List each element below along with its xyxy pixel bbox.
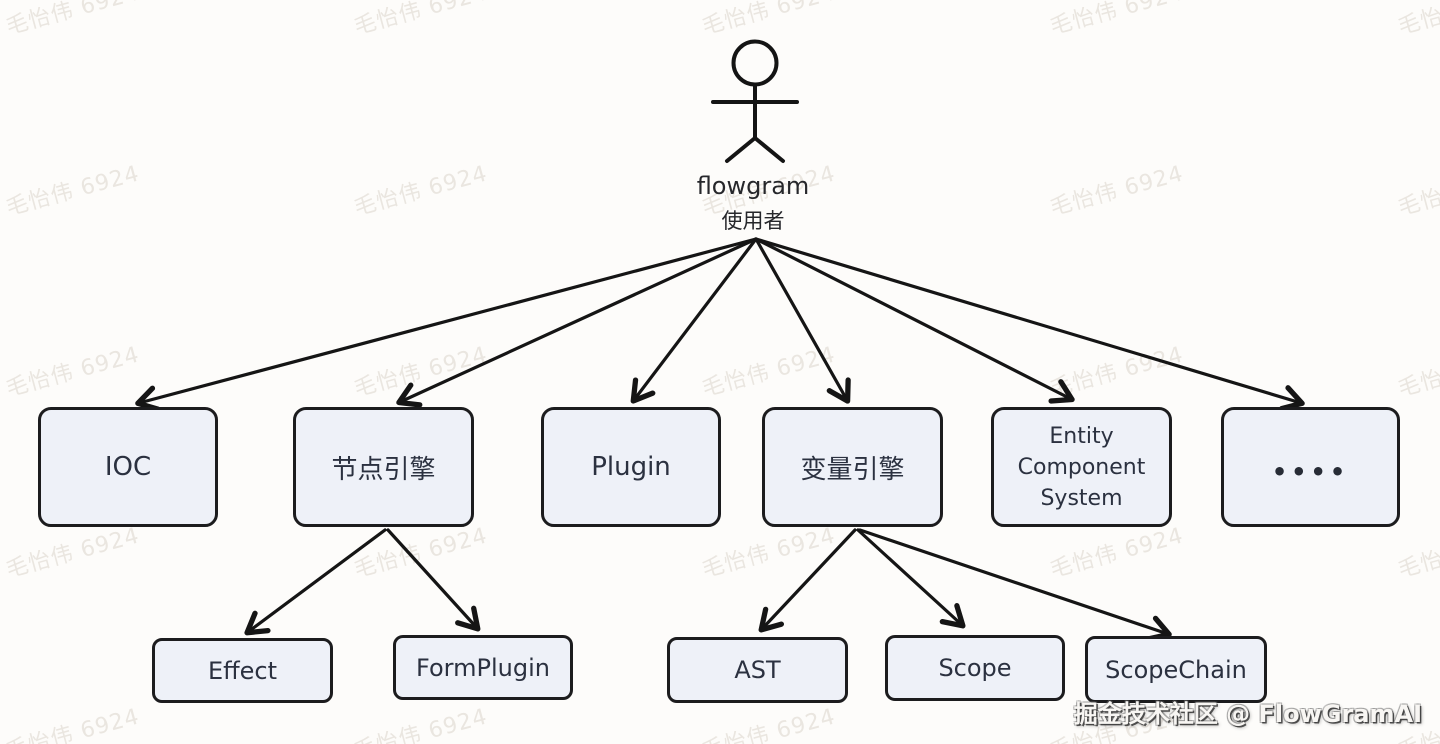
node-label: 变量引擎 (800, 454, 905, 485)
node-variable-engine: 变量引擎 (762, 407, 943, 527)
arrow-node-engine-to-effect (244, 528, 387, 636)
ellipsis-dots: •••• (1271, 458, 1350, 486)
node-plugin: Plugin (541, 407, 721, 527)
node-more: •••• (1221, 407, 1400, 527)
node-entity-component-system: Entity Component System (991, 407, 1172, 527)
arrow-actor-to-more (754, 237, 1305, 412)
arrow-actor-to-plugin (630, 237, 758, 404)
arrow-variable-engine-to-scopechain (858, 528, 1172, 642)
actor-icon (711, 39, 799, 163)
arrow-node-engine-to-formplugin (386, 528, 481, 632)
node-scopechain: ScopeChain (1085, 636, 1267, 703)
arrow-variable-engine-to-scope (856, 528, 966, 629)
node-ioc: IOC (38, 407, 218, 527)
juejin-community-watermark: 掘金技术社区 @ FlowGramAI (1073, 700, 1422, 728)
arrow-actor-to-ecs (754, 237, 1075, 404)
node-label-line: Entity (1049, 423, 1114, 449)
node-label: IOC (104, 452, 152, 482)
arrow-actor-to-node-engine (396, 237, 758, 408)
node-formplugin: FormPlugin (393, 635, 573, 700)
node-scope: Scope (885, 635, 1065, 701)
node-label: AST (734, 656, 781, 684)
arrow-actor-to-ioc (135, 237, 758, 412)
actor-role-label: 使用者 (721, 209, 785, 233)
node-label: Effect (207, 656, 278, 685)
node-label: ScopeChain (1105, 655, 1247, 684)
node-label: Plugin (591, 452, 671, 482)
node-label-line: Component (1017, 454, 1146, 480)
node-label-line: System (1040, 485, 1123, 511)
arrow-actor-to-variable-engine (754, 237, 851, 404)
node-node-engine: 节点引擎 (293, 407, 474, 527)
node-label: 节点引擎 (331, 454, 436, 485)
node-label: Scope (938, 654, 1012, 682)
node-effect: Effect (152, 638, 333, 703)
actor-name-label: flowgram (696, 172, 810, 200)
node-label: FormPlugin (416, 653, 550, 682)
node-ast: AST (667, 637, 848, 703)
arrow-variable-engine-to-ast (758, 528, 857, 633)
